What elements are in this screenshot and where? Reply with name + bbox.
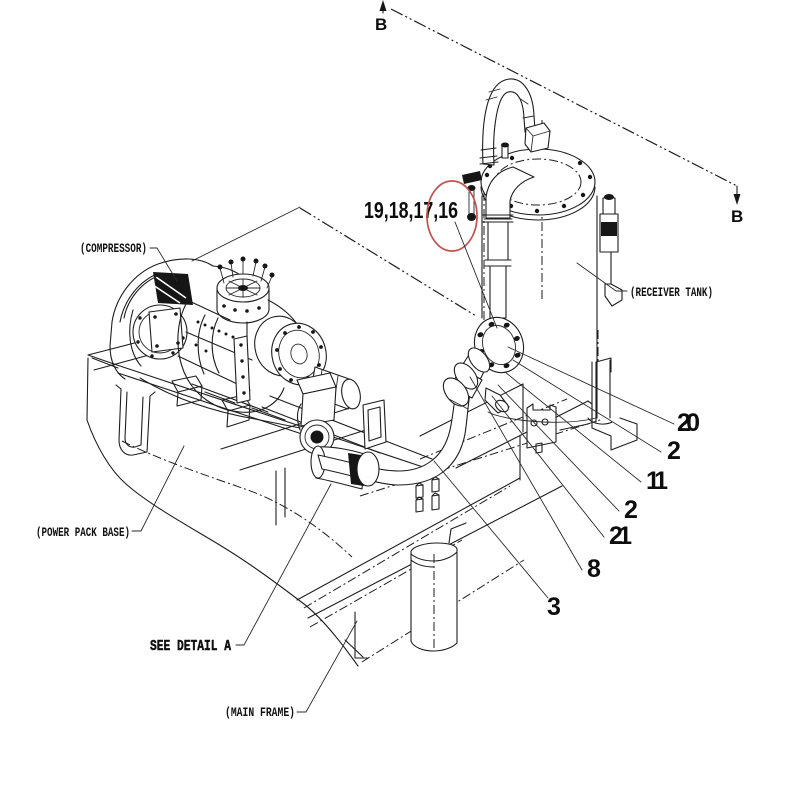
svg-text:SEE DETAIL A: SEE DETAIL A <box>150 638 231 655</box>
svg-text:19,18,17,16: 19,18,17,16 <box>364 197 458 223</box>
svg-text:(COMPRESSOR): (COMPRESSOR) <box>80 241 147 256</box>
svg-text:B: B <box>731 207 743 226</box>
svg-text:3: 3 <box>547 593 561 621</box>
svg-text:20: 20 <box>677 409 700 437</box>
svg-text:2: 2 <box>667 437 681 465</box>
svg-text:8: 8 <box>587 555 601 583</box>
svg-text:(POWER PACK BASE): (POWER PACK BASE) <box>36 525 130 540</box>
svg-text:21: 21 <box>609 522 632 550</box>
svg-text:(RECEIVER TANK): (RECEIVER TANK) <box>630 285 713 300</box>
svg-text:2: 2 <box>624 496 638 524</box>
svg-text:11: 11 <box>646 467 668 495</box>
svg-text:(MAIN FRAME): (MAIN FRAME) <box>225 705 295 720</box>
svg-text:B: B <box>375 15 387 34</box>
